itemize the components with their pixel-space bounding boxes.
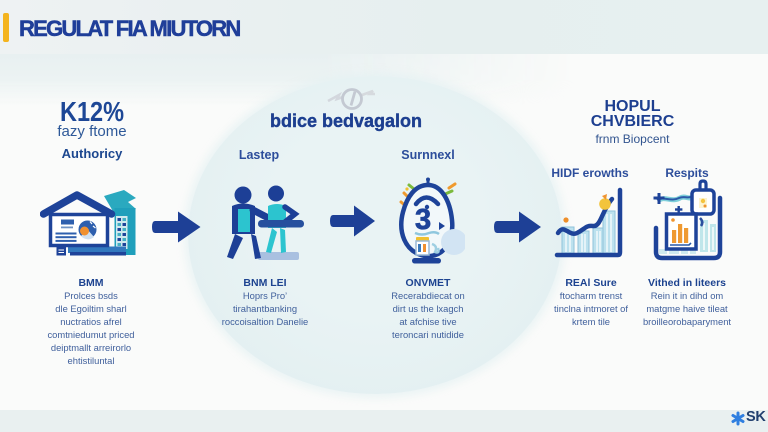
svg-text:3: 3 bbox=[415, 204, 431, 236]
